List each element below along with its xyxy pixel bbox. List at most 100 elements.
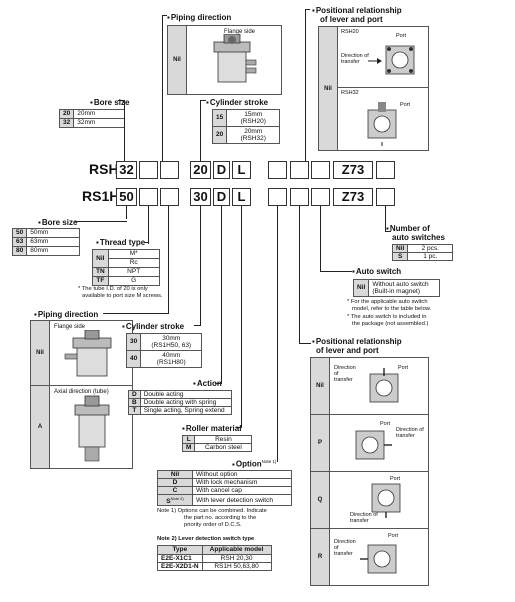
thread-box-rs1h <box>139 188 158 206</box>
piping-figure-cell: Flange side <box>49 320 133 386</box>
switch-box-rs1h <box>311 188 330 206</box>
bore-code: 32 <box>58 118 75 128</box>
position-box-rs1h <box>290 188 309 206</box>
auto-switch-note1-1: * For the applicable auto switch <box>347 299 428 305</box>
auto-switch-note2-1: * The auto switch is included in <box>347 314 427 320</box>
action-box-rsh: D <box>213 161 230 179</box>
switch-count-title-1: Number of <box>386 224 430 233</box>
cylinder-stroke-bottom-table: 30 30mm(RS1H50, 63) 40 40mm(RS1H80) <box>125 333 203 368</box>
bore-code: 20 <box>58 109 75 119</box>
direction-label: Direction of transfer <box>350 512 378 524</box>
thread-code: TF <box>92 276 109 286</box>
rsh20-label: RSH20 <box>341 29 359 35</box>
thread-value: G <box>107 276 160 286</box>
switch-model-header: Applicable model <box>201 545 272 555</box>
option-note1-line2: the part no. according to the <box>184 515 257 521</box>
option-box-rs1h <box>268 188 287 206</box>
rsh32-label: RSH32 <box>341 90 359 96</box>
rsh20-diagram <box>385 45 415 75</box>
roller-box-rsh: L <box>232 161 251 179</box>
auto-switch-note1-2: model, refer to the table below. <box>352 306 432 312</box>
stroke-code: 40 <box>125 350 142 368</box>
bore-size-bottom-title: Bore size <box>38 218 78 227</box>
positional-bottom-title-2: of lever and port <box>316 346 379 355</box>
rsh20-cell: RSH20 Port Direction of transfer <box>337 26 429 88</box>
piping-direction-bottom-title: Piping direction <box>34 310 98 319</box>
cylinder-stroke-top-title: Cylinder stroke <box>206 98 268 107</box>
switch-box-rsh <box>311 161 330 179</box>
roller-box-rs1h: L <box>232 188 251 206</box>
roller-material-title: Roller material <box>182 424 242 433</box>
switch-count-title-2: auto switches <box>392 233 445 242</box>
option-value: With lever detection switch <box>192 493 292 507</box>
option-note1-line1: Note 1) Options can be combined. Indicat… <box>157 508 267 514</box>
thread-value: M* <box>107 249 160 259</box>
switch-model: RSH 20,30 <box>201 554 272 563</box>
auto-switch-table: Nil Without auto switch(Built-in magnet) <box>352 279 441 297</box>
option-code: D <box>157 478 193 487</box>
piping-figure-cell: Flange side <box>186 25 282 95</box>
bore-value: 20mm <box>73 109 126 119</box>
cylinder-stroke-bottom-title: Cylinder stroke <box>122 322 184 331</box>
port-label-2: Port <box>400 102 411 108</box>
piping-direction-bottom-table: Nil Flange side A Axial direction (tube) <box>30 320 133 469</box>
option-code: SNote 2) <box>157 493 193 507</box>
option-note1-line3: priority order of D.C.S. <box>184 522 242 528</box>
model-prefix-rsh: RSH <box>89 161 119 177</box>
bore-size-top-title: Bore size <box>90 98 130 107</box>
piping-direction-top-table: Nil Flange side <box>167 25 282 95</box>
roller-code: L <box>181 435 196 444</box>
z73-box-rs1h: Z73 <box>333 188 373 206</box>
thread-box-rsh <box>139 161 158 179</box>
stroke-box-rsh: 20 <box>190 161 211 179</box>
piping-code: A <box>30 385 50 469</box>
roller-value: Carbon steel <box>194 443 253 452</box>
count-box-rs1h <box>376 188 395 206</box>
position-p-cell: Port Direction of transfer <box>329 414 429 472</box>
model-prefix-rs1h: RS1H <box>82 188 120 204</box>
piping-code: Nil <box>30 320 50 386</box>
direction-label: Direction of transfer <box>341 53 369 65</box>
auto-switch-code: Nil <box>352 279 370 297</box>
thread-note-2: available to port size M screws. <box>82 293 163 299</box>
z73-box-rsh: Z73 <box>333 161 373 179</box>
port-label: Port <box>380 421 391 427</box>
piping-figure-cell: Axial direction (tube) <box>49 385 133 469</box>
direction-label: Direction of transfer <box>334 365 356 383</box>
position-nil-diagram <box>369 368 399 403</box>
stroke-code: 30 <box>125 333 142 351</box>
positional-bottom-title-1: Positional relationship <box>312 337 402 346</box>
cylinder-stroke-top-table: 15 15mm(RSH20) 20 20mm(RSH32) <box>211 109 281 144</box>
stroke-code: 20 <box>211 126 228 144</box>
roller-value: Resin <box>194 435 253 444</box>
piping-desc: Flange side <box>224 29 256 35</box>
auto-switch-note2-2: the package (not assembled.) <box>352 321 429 327</box>
switch-count-value: 2 pcs. <box>407 244 454 253</box>
piping-desc: Axial direction (tube) <box>54 389 109 395</box>
bore-code: 63 <box>11 237 28 247</box>
position-r-cell: Direction of transfer Port <box>329 528 429 586</box>
cylinder-flange-image <box>213 34 257 83</box>
action-title: Action <box>193 379 222 388</box>
stroke-value: 15mm(RSH20) <box>226 109 281 127</box>
count-box-rsh <box>376 161 395 179</box>
option-box-rsh <box>268 161 287 179</box>
bore-code: 80 <box>11 246 28 256</box>
stroke-box-rs1h: 30 <box>190 188 211 206</box>
direction-label: Direction of transfer <box>396 427 424 439</box>
position-nil-cell: Direction of transfer Port <box>329 357 429 415</box>
auto-switch-title: Auto switch <box>352 267 401 276</box>
positional-top-title-2: of lever and port <box>320 15 383 24</box>
switch-count-code: Nil <box>391 244 409 253</box>
action-value: Single acting, Spring extend <box>139 406 232 415</box>
port-label: Port <box>390 476 401 482</box>
thread-value: Rc <box>107 258 160 268</box>
switch-count-code: S <box>391 252 409 261</box>
bore-box-rsh: 32 <box>116 161 137 179</box>
thread-note-1: * The tube I.D. of 20 is only <box>78 286 148 292</box>
